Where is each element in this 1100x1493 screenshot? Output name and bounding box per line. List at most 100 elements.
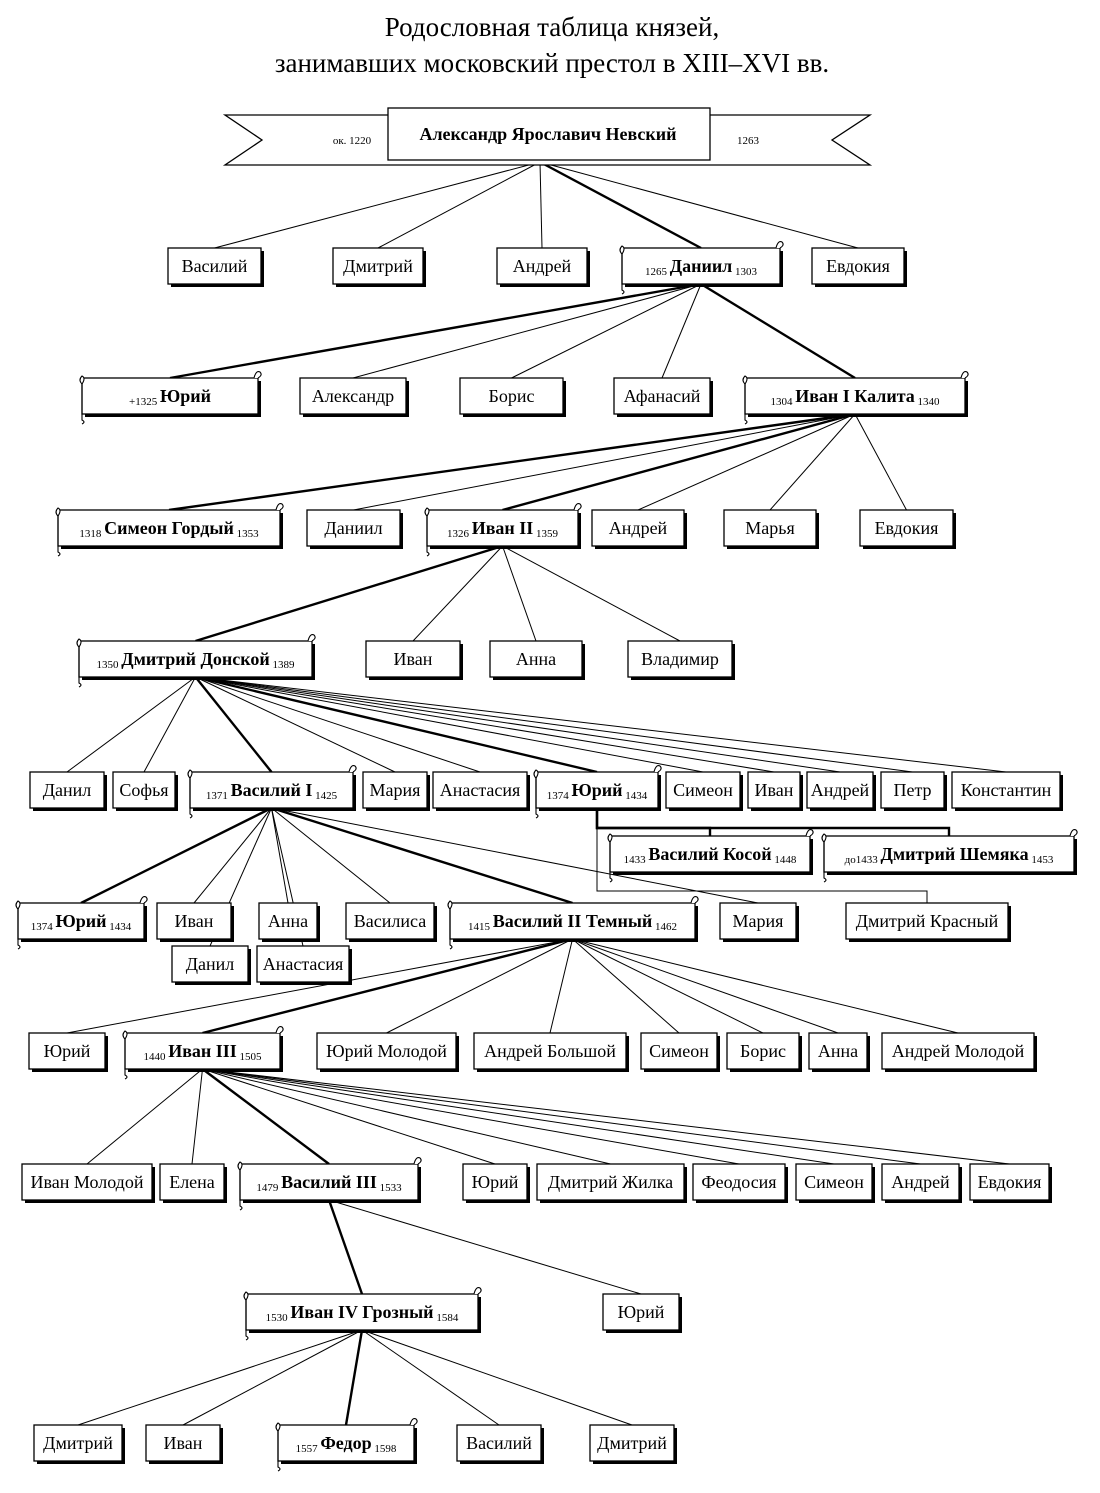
person-mariya_dd[interactable]: Мария [362, 771, 430, 811]
person-simeon_dd[interactable]: Симеон [665, 771, 743, 811]
person-evdokiya_a[interactable]: Евдокия [811, 247, 907, 287]
scroll-curl-left [533, 769, 539, 819]
death-year: 1353 [234, 528, 259, 540]
person-name: Мария [733, 911, 784, 931]
person-vasiliy3[interactable]: 1479 Василий III 1533 [237, 1157, 422, 1211]
person-name: Дмитрий Жилка [548, 1172, 673, 1192]
person-daniil_i[interactable]: Даниил [306, 509, 403, 549]
person-simeon_i3[interactable]: Симеон [795, 1163, 875, 1203]
person-andrey_i[interactable]: Андрей [591, 509, 687, 549]
person-vasiliy1[interactable]: 1371 Василий I 1425 [187, 765, 357, 819]
person-label: Симеон [649, 1041, 709, 1061]
scroll-curl-right [275, 503, 284, 511]
person-sofya_dd[interactable]: Софья [112, 771, 178, 811]
person-name: Андрей [609, 518, 668, 538]
person-fedor[interactable]: 1557 Федор 1598 [275, 1418, 418, 1472]
person-anna_v1[interactable]: Анна [258, 902, 320, 942]
person-evdokiya_i3[interactable]: Евдокия [969, 1163, 1052, 1203]
person-elena_i3[interactable]: Елена [159, 1163, 227, 1203]
person-konstantin_dd[interactable]: Константин [951, 771, 1063, 811]
person-label: Андрей Большой [484, 1041, 616, 1061]
person-andrey_a[interactable]: Андрей [496, 247, 590, 287]
person-ivan2[interactable]: 1326 Иван II 1359 [424, 503, 582, 557]
box-frame [589, 1424, 675, 1462]
person-dmitriy_krasniy[interactable]: Дмитрий Красный [845, 902, 1011, 942]
person-andrey_i3[interactable]: Андрей [881, 1163, 962, 1203]
person-name: Андрей [891, 1172, 950, 1192]
person-vasilisa_v1[interactable]: Василиса [345, 902, 437, 942]
box-frame [859, 509, 954, 547]
person-yuriy_molodoy[interactable]: Юрий Молодой [316, 1032, 459, 1072]
person-vladimir_i2[interactable]: Владимир [627, 640, 735, 680]
person-petr_dd[interactable]: Петр [880, 771, 947, 811]
person-mariya_v1[interactable]: Мария [719, 902, 799, 942]
person-anastasiya_dd[interactable]: Анастасия [432, 771, 530, 811]
person-yuriy_v3[interactable]: Юрий [602, 1293, 682, 1333]
person-danil_v1[interactable]: Данил [171, 945, 251, 985]
person-label: Иван [164, 1433, 203, 1453]
person-dmitriy_shemyaka[interactable]: до1433 Дмитрий Шемяка 1453 [821, 829, 1078, 883]
person-anastasiya_v1[interactable]: Анастасия [256, 945, 352, 985]
scroll-frame [449, 902, 696, 940]
person-simeon_v2[interactable]: Симеон [640, 1032, 720, 1072]
person-danil_dd[interactable]: Данил [29, 771, 107, 811]
person-vasiliy_kosoy[interactable]: 1433 Василий Косой 1448 [607, 829, 814, 883]
person-name: Василий [466, 1433, 532, 1453]
scroll-curl-left [821, 833, 827, 883]
person-andrey_molodoy[interactable]: Андрей Молодой [881, 1032, 1037, 1072]
person-anna_i2[interactable]: Анна [489, 640, 585, 680]
person-simeon[interactable]: 1318 Симеон Гордый 1353 [55, 503, 284, 557]
person-vasiliy_i4[interactable]: Василий [456, 1424, 544, 1464]
person-ivan1[interactable]: 1304 Иван I Калита 1340 [742, 371, 969, 425]
edge-vasiliy1-ivan_v1 [193, 807, 272, 904]
person-ivan_molodoy[interactable]: Иван Молодой [21, 1163, 155, 1203]
person-andrey_dd[interactable]: Андрей [806, 771, 876, 811]
person-ivan_dd[interactable]: Иван [747, 771, 803, 811]
person-boris_d[interactable]: Борис [459, 377, 566, 417]
person-name: Борис [489, 386, 535, 406]
person-yuriy_v2[interactable]: Юрий [28, 1032, 108, 1072]
edge-ivan1-simeon [168, 412, 856, 512]
person-marya_i[interactable]: Марья [723, 509, 819, 549]
edge-ivan4-dmitriy_i4b [361, 1329, 633, 1426]
person-dmitriy_i4b[interactable]: Дмитрий [589, 1424, 677, 1464]
person-ivan_i4[interactable]: Иван [145, 1424, 223, 1464]
person-andrey_bolshoy[interactable]: Андрей Большой [473, 1032, 629, 1072]
person-name: Дмитрий Донской [121, 649, 270, 669]
person-dmitriy_a[interactable]: Дмитрий [332, 247, 426, 287]
person-name: Иван III [168, 1041, 237, 1061]
box-frame [726, 1032, 800, 1070]
root-ribbon[interactable]: Александр Ярославич Невский ок. 1220 126… [222, 107, 873, 166]
person-yuriy_d[interactable]: +1325 Юрий [79, 371, 262, 425]
person-boris_v2[interactable]: Борис [726, 1032, 802, 1072]
person-daniil[interactable]: 1265 Даниил 1303 [619, 241, 784, 295]
person-dmitriy_i4a[interactable]: Дмитрий [33, 1424, 125, 1464]
box-frame [811, 247, 905, 285]
person-evdokiya_i[interactable]: Евдокия [859, 509, 956, 549]
person-feodosiya_i3[interactable]: Феодосия [692, 1163, 788, 1203]
scroll-curl-left [424, 507, 430, 557]
person-ivan_v1[interactable]: Иван [156, 902, 234, 942]
scroll-frame [277, 1424, 415, 1462]
edge-ivan3-simeon_i3 [202, 1068, 835, 1165]
person-yuriy_dd[interactable]: 1374 Юрий 1434 [533, 765, 662, 819]
birth-year: 1326 [447, 528, 472, 540]
person-ivan4[interactable]: 1530 Иван IV Грозный 1584 [243, 1287, 482, 1341]
person-label: 1304 Иван I Калита 1340 [770, 386, 940, 408]
person-label: 1350 Дмитрий Донской 1389 [96, 649, 295, 671]
person-yuriy_v1[interactable]: 1374 Юрий 1434 [15, 896, 148, 950]
person-afanasiy_d[interactable]: Афанасий [613, 377, 713, 417]
person-vasiliy_a[interactable]: Василий [167, 247, 264, 287]
person-dmitriy_zhilka[interactable]: Дмитрий Жилка [536, 1163, 687, 1203]
person-ivan3[interactable]: 1440 Иван III 1505 [122, 1026, 284, 1080]
person-aleksandr_d[interactable]: Александр [299, 377, 409, 417]
person-vasiliy2[interactable]: 1415 Василий II Темный 1462 [447, 896, 699, 950]
box-frame [258, 902, 318, 940]
person-yuriy_i3[interactable]: Юрий [462, 1163, 530, 1203]
person-ivan_i2[interactable]: Иван [365, 640, 463, 680]
person-label: Петр [893, 780, 931, 800]
person-anna_v2[interactable]: Анна [808, 1032, 870, 1072]
edge-dmitriy_donskoy-vasiliy1 [194, 676, 273, 773]
person-dmitriy_donskoy[interactable]: 1350 Дмитрий Донской 1389 [76, 634, 316, 688]
person-label: Дмитрий [43, 1433, 113, 1453]
